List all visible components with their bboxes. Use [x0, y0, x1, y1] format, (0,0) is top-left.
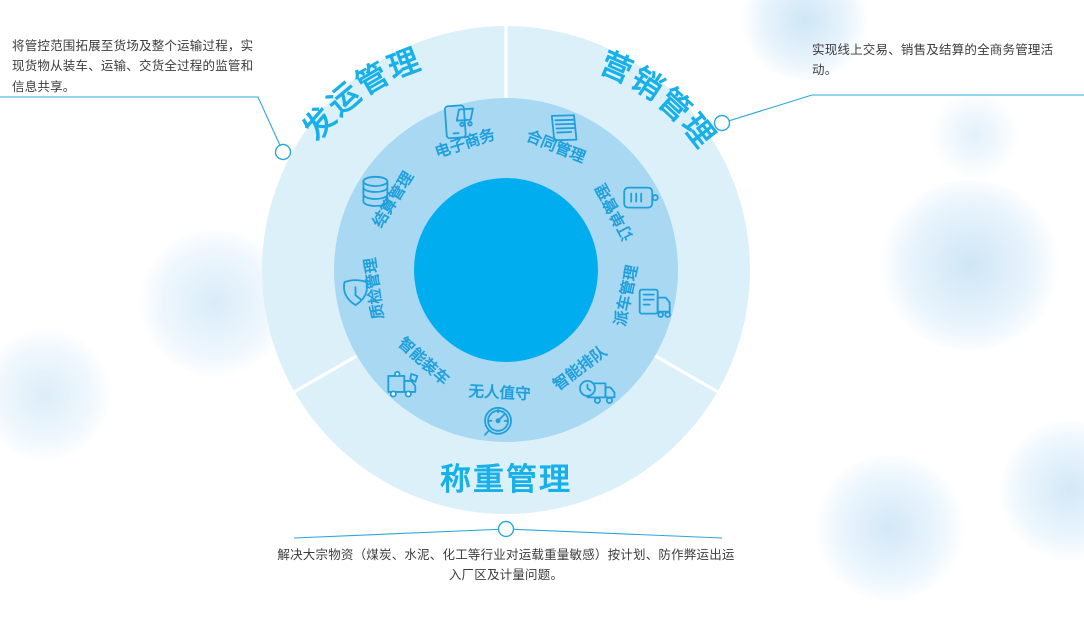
outer-label-weighing[interactable]: 称重管理 — [440, 462, 572, 497]
core-disc — [414, 178, 598, 362]
capability-wheel: 发运管理 营销管理 称重管理 结算管理 电子商务 合同管理 — [262, 8, 750, 548]
gauge-meter-icon — [484, 406, 512, 436]
queue-truck-clock-icon — [579, 379, 616, 404]
coins-stack-icon — [362, 175, 389, 207]
connector-node-weighing — [497, 520, 515, 538]
inner-ring-icons — [343, 104, 671, 436]
connector-node-shipping — [274, 143, 292, 161]
callout-text-shipping: 将管控范围拓展至货场及整个运输过程，实现货物从装车、运输、交货全过程的监管和信息… — [12, 39, 254, 94]
connector-line-marketing — [721, 94, 1084, 124]
connector-node-marketing — [713, 114, 731, 132]
mobile-payment-icon — [444, 104, 474, 140]
quality-shield-icon — [343, 279, 368, 307]
loading-truck-icon — [387, 370, 419, 398]
dispatch-truck-icon — [638, 288, 671, 318]
callout-text-weighing: 解决大宗物资（煤炭、水泥、化工等行业对运载重量敏感）按计划、防作弊运出运入厂区及… — [277, 548, 735, 583]
order-card-icon — [623, 186, 659, 209]
document-contract-icon — [550, 114, 578, 142]
callout-text-marketing: 实现线上交易、销售及结算的全商务管理活动。 — [812, 43, 1054, 78]
connector-line-shipping — [0, 96, 284, 153]
inner-label-6[interactable]: 无人值守 — [467, 381, 531, 403]
